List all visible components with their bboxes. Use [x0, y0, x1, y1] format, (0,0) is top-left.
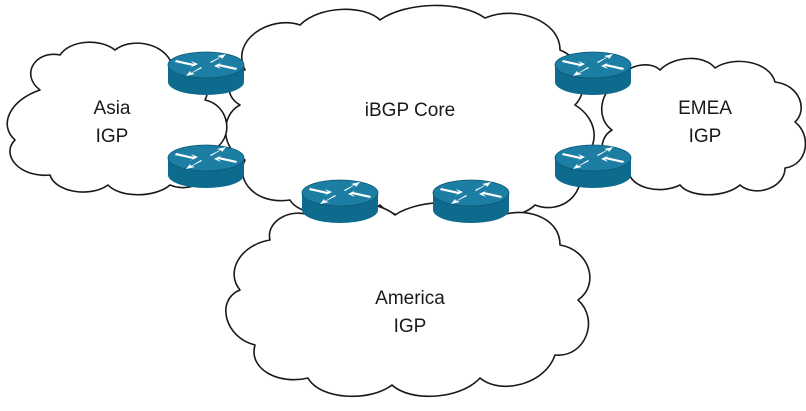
emea-label-line1: EMEA — [678, 98, 732, 119]
america-label-line1: America — [375, 288, 445, 309]
router-icon — [554, 144, 632, 189]
america-label-line2: IGP — [394, 316, 427, 337]
emea-label-line2: IGP — [689, 126, 722, 147]
core-cloud — [224, 4, 595, 219]
router-icon — [432, 179, 510, 224]
asia-label-line2: IGP — [96, 126, 129, 147]
america-cloud — [225, 201, 591, 398]
asia-label-line1: Asia — [94, 98, 131, 119]
router-icon — [301, 179, 379, 224]
router-icon — [554, 51, 632, 96]
router-icon — [167, 51, 245, 96]
core-label: iBGP Core — [365, 100, 455, 121]
router-icon — [167, 144, 245, 189]
